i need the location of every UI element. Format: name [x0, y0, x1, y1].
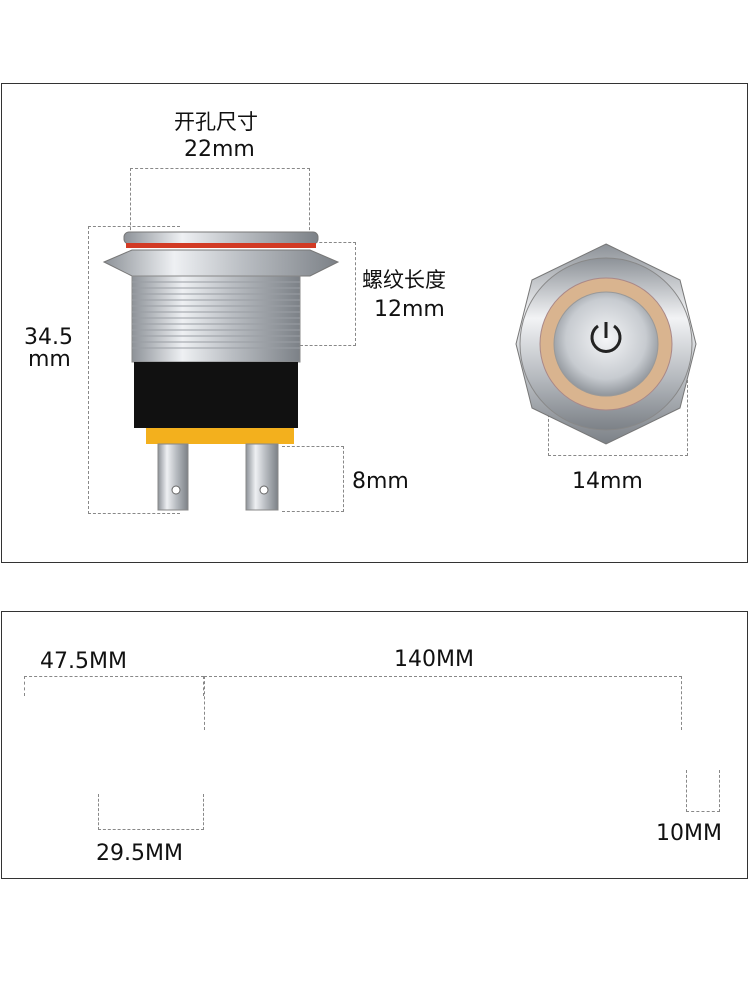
total-length-guide	[24, 676, 204, 696]
hole-size-value: 22mm	[184, 137, 255, 162]
wire-length-guide	[204, 676, 682, 730]
thread-length-guide	[300, 242, 356, 346]
front-button-face	[553, 291, 659, 397]
terminal-length-guide	[282, 446, 344, 512]
terminal-left	[157, 443, 189, 511]
hole-size-label: 开孔尺寸	[174, 110, 258, 134]
thread-lines	[132, 281, 300, 349]
connector-guide	[98, 794, 204, 830]
terminal-right	[245, 443, 279, 511]
thread-length-label: 螺纹长度	[362, 268, 446, 292]
terminal-left-hole	[171, 485, 181, 495]
face-diameter-value: 14mm	[572, 469, 643, 494]
threaded-body	[131, 275, 301, 363]
hole-size-guide	[130, 168, 310, 240]
wire-length-value: 140MM	[394, 647, 474, 672]
terminal-length-value: 8mm	[352, 469, 409, 494]
connector-length-value: 29.5MM	[96, 841, 183, 866]
hex-nut	[102, 249, 340, 277]
height-guide	[88, 226, 180, 514]
black-housing	[134, 362, 298, 428]
total-length-value: 47.5MM	[40, 649, 127, 674]
strip-length-guide	[686, 770, 720, 812]
bottom-diagram-panel	[1, 611, 748, 879]
terminal-right-hole	[259, 485, 269, 495]
power-icon	[590, 322, 622, 353]
height-value-line1: 34.5	[24, 325, 73, 350]
switch-cap	[123, 231, 319, 245]
height-value-line2: mm	[28, 347, 71, 372]
strip-length-value: 10MM	[656, 821, 722, 846]
seal-ring	[126, 243, 316, 248]
yellow-base	[146, 428, 294, 444]
thread-length-value: 12mm	[374, 297, 445, 322]
face-diameter-guide	[548, 380, 688, 456]
